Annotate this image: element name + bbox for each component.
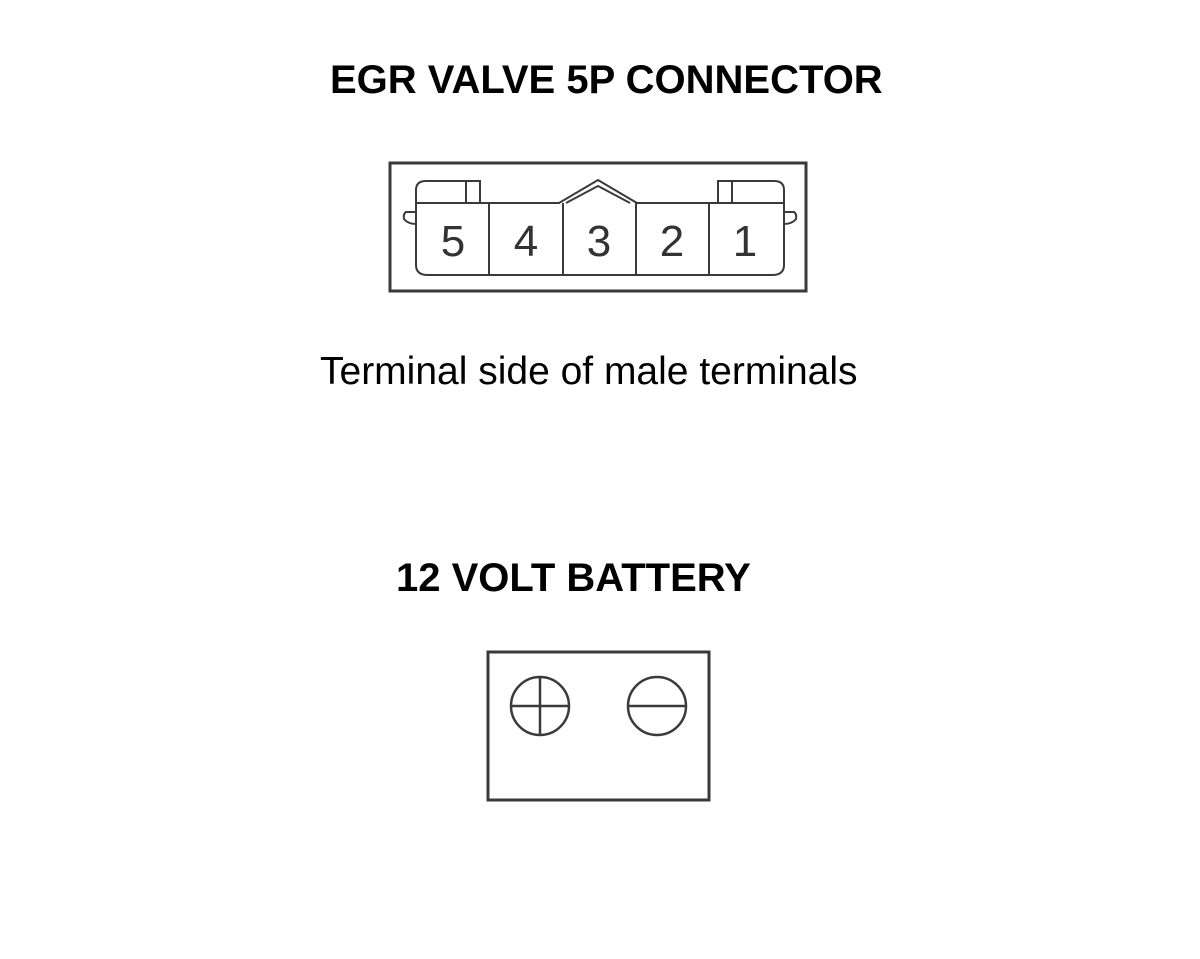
connector-left-latch [415,180,481,203]
connector-inner-shell [415,178,785,276]
battery-title: 12 VOLT BATTERY [396,556,751,600]
connector-right-ear [783,211,798,225]
connector-title: EGR VALVE 5P CONNECTOR [330,58,883,102]
plus-circle-icon [509,675,571,737]
pin-label-4: 4 [514,217,538,266]
pin-label-3: 3 [587,217,611,266]
pin-label-2: 2 [660,217,684,266]
egr-connector: 5 4 3 2 1 [388,161,808,293]
pin-label-5: 5 [441,217,465,266]
minus-circle-icon [626,675,688,737]
connector-caption: Terminal side of male terminals [320,350,858,393]
battery [486,650,711,802]
connector-housing [388,161,808,293]
connector-left-ear [402,211,417,225]
pin-label-1: 1 [733,217,757,266]
connector-right-latch [717,180,785,203]
connector-center-key [565,184,631,204]
battery-body [486,650,711,802]
